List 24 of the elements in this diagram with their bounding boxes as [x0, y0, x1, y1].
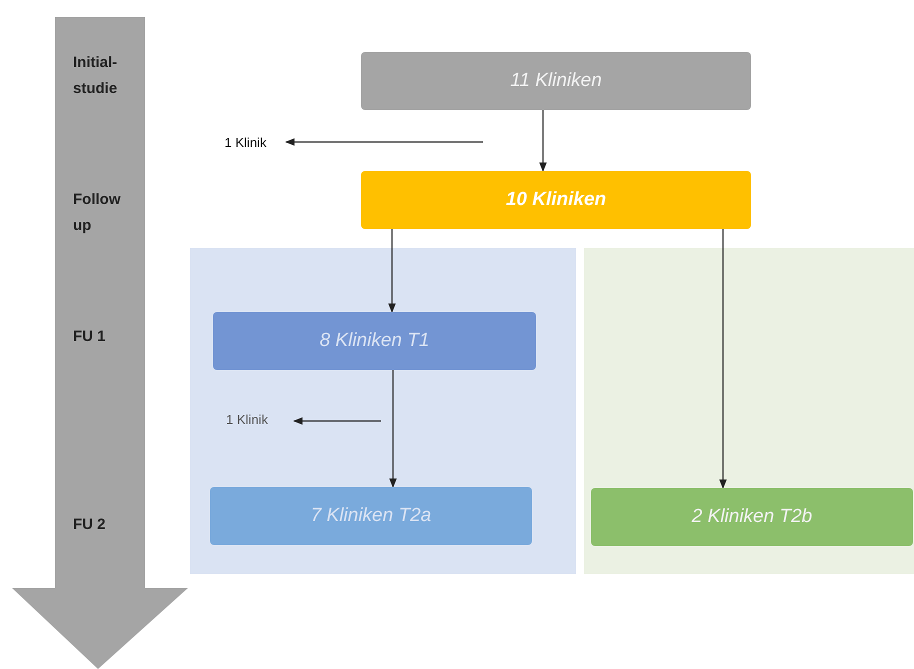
arrow	[285, 138, 483, 146]
group-panel	[584, 248, 914, 574]
stage-label: FU 2	[73, 515, 107, 535]
stage-label: Initial- studie	[73, 53, 118, 99]
arrow	[388, 229, 396, 313]
process-box	[361, 171, 751, 229]
process-box	[210, 487, 532, 545]
arrow	[293, 417, 381, 425]
arrow	[389, 370, 397, 488]
group-panel	[190, 248, 576, 574]
stage-label: FU 1	[73, 327, 107, 347]
arrow	[719, 229, 727, 489]
box-label: 11 Kliniken	[510, 70, 602, 92]
box-label: 10 Kliniken	[506, 189, 606, 211]
process-box	[361, 52, 751, 110]
box-label: 8 Kliniken T1	[320, 330, 430, 352]
stage-label: Follow up	[73, 190, 122, 236]
arrow	[539, 110, 547, 172]
box-label: 2 Kliniken T2b	[692, 506, 812, 528]
process-box	[213, 312, 536, 370]
process-box	[591, 488, 913, 546]
note-text: 1 Klinik	[224, 134, 266, 150]
note-text: 1 Klinik	[226, 412, 268, 426]
box-label: 7 Kliniken T2a	[310, 505, 432, 527]
